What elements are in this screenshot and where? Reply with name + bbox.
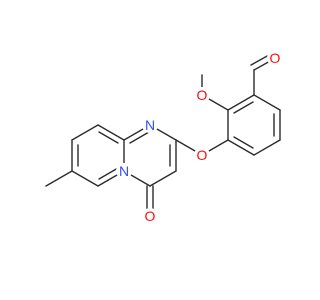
atom-oxygen-aldehyde: O xyxy=(267,50,283,66)
atom-label: N xyxy=(145,117,155,133)
atom-label: O xyxy=(197,147,208,163)
bond xyxy=(233,101,254,114)
bond xyxy=(129,131,150,144)
atom-oxygen-methoxy: O xyxy=(194,87,210,103)
structure-canvas: N N O O O O xyxy=(45,50,283,224)
bond-layer xyxy=(45,54,281,213)
bond xyxy=(71,170,99,187)
bond xyxy=(253,94,281,111)
atom-nitrogen-bridge: N xyxy=(116,163,132,179)
atom-label-layer: N N O O O O xyxy=(116,50,283,224)
atom-oxygen-ether: O xyxy=(194,147,210,163)
bond xyxy=(71,124,99,141)
atom-label: N xyxy=(119,163,129,179)
atom-nitrogen-ring: N xyxy=(142,117,158,133)
atom-oxygen-carbonyl: O xyxy=(142,208,158,224)
bond xyxy=(253,139,281,156)
bond xyxy=(233,136,254,149)
bond xyxy=(98,131,119,144)
atom-label: O xyxy=(270,50,281,66)
molecule-structure: N N O O O O xyxy=(45,50,283,224)
bond xyxy=(98,167,119,180)
atom-label: O xyxy=(197,87,208,103)
bond xyxy=(227,139,255,156)
bond xyxy=(45,170,73,187)
bond xyxy=(227,94,255,111)
atom-label: O xyxy=(145,208,156,224)
bond xyxy=(250,54,270,66)
bond xyxy=(97,124,125,141)
bond xyxy=(149,170,177,187)
